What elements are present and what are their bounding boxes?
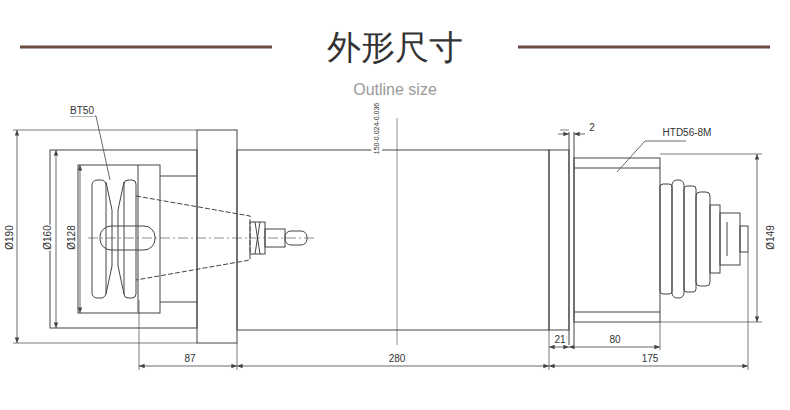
dimension-text: Ø160 [42,224,53,250]
dimension-text: 2 [588,122,596,133]
dimension-text: 175 [641,353,660,364]
dimension-text: Ø149 [765,224,776,250]
dimension-lines [17,116,757,366]
part-label: BT50 [69,105,95,116]
dimension-text: Ø128 [66,224,77,250]
dimension-text: 80 [608,334,621,345]
tolerance-text: 150-0.024-0.036 [371,101,382,154]
page-title: 外形尺寸 [327,27,463,67]
page-subtitle: Outline size [353,80,437,100]
dimension-text: 280 [388,353,407,364]
dimension-text: 87 [183,353,196,364]
header-rule [20,46,272,49]
dimension-text: 21 [553,334,566,345]
part-label: HTD56-8M [662,127,713,138]
spindle-outline [13,118,762,370]
header-rule [518,46,770,49]
dimension-text: Ø190 [4,224,15,250]
